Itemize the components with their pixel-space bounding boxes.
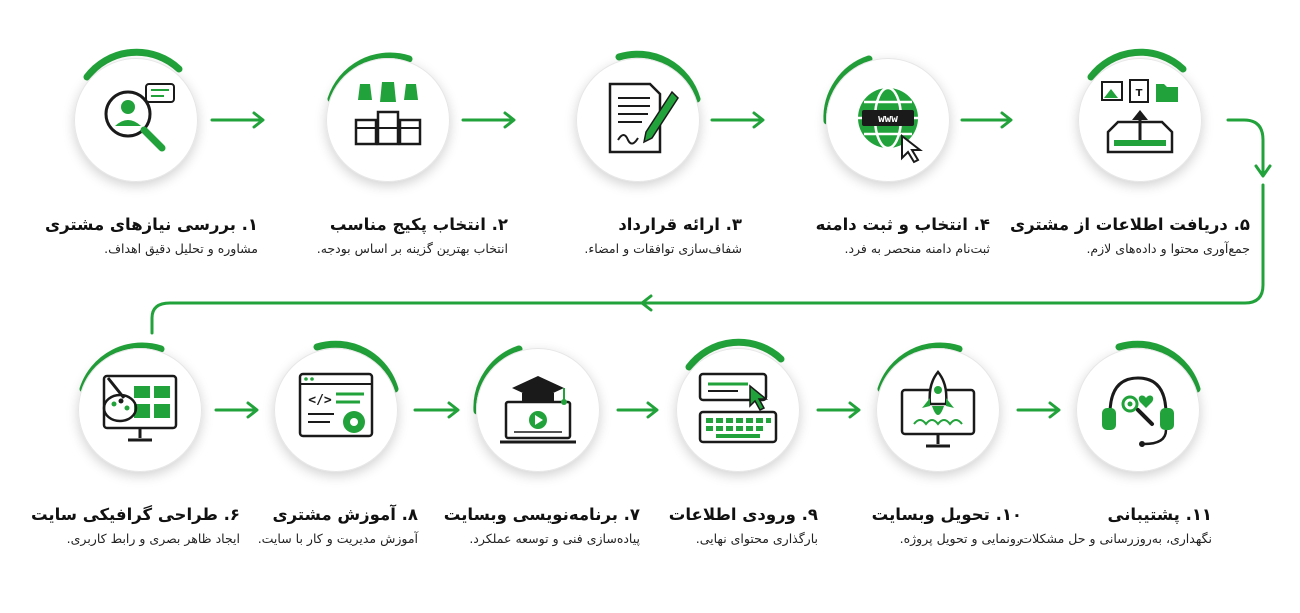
step-text-block: ۷. برنامه‌نویسی وبسایت پیاده‌سازی فنی و … xyxy=(430,505,640,549)
step-title: ۲. انتخاب پکیج مناسب xyxy=(329,215,508,234)
circle-accent-arc xyxy=(313,340,399,393)
circle-accent-arc xyxy=(615,50,701,103)
graduation-video-icon xyxy=(500,376,576,444)
step-text-block: ۹. ورودی اطلاعات بارگذاری محتوای نهایی. xyxy=(608,505,818,549)
step-icon-badge xyxy=(326,58,450,182)
step-icon-badge: </> xyxy=(274,348,398,472)
design-palette-icon xyxy=(102,374,178,442)
step-title: ۴. انتخاب و ثبت دامنه xyxy=(815,215,990,234)
step-circle: www xyxy=(809,41,967,199)
step-description: پیاده‌سازی فنی و توسعه عملکرد. xyxy=(469,531,640,546)
step-icon-badge xyxy=(74,58,198,182)
step-title: ۸. آموزش مشتری xyxy=(272,505,418,524)
step-icon-badge: T xyxy=(1078,58,1202,182)
step-text-block: ۱۰. تحویل وبسایت رونمایی و تحویل پروژه. xyxy=(812,505,1022,549)
svg-text:</>: </> xyxy=(308,393,332,408)
svg-text:www: www xyxy=(878,112,898,125)
magnifier-user-icon xyxy=(104,83,175,152)
step-icon-badge xyxy=(476,348,600,472)
step-description: نگهداری، به‌روزرسانی و حل مشکلات. xyxy=(1016,531,1212,546)
step-circle xyxy=(57,41,215,199)
step-description: آموزش مدیریت و کار با سایت. xyxy=(257,531,418,546)
step-icon-badge xyxy=(78,348,202,472)
circle-accent-arc xyxy=(1115,340,1201,393)
step-text-block: ۳. ارائه قرارداد شفاف‌سازی توافقات و امض… xyxy=(532,215,742,259)
step-description: مشاوره و تحلیل دقیق اهداف. xyxy=(104,241,258,256)
step-description: انتخاب بهترین گزینه بر اساس بودجه. xyxy=(316,241,508,256)
step-circle: T xyxy=(1061,41,1219,199)
package-tags-icon xyxy=(354,82,422,146)
step-title: ۱۱. پشتیبانی xyxy=(1107,505,1212,524)
step-icon-badge xyxy=(676,348,800,472)
step-circle xyxy=(309,41,467,199)
globe-www-icon: www xyxy=(858,86,923,164)
step-icon-badge xyxy=(876,348,1000,472)
step-title: ۷. برنامه‌نویسی وبسایت xyxy=(443,505,640,524)
step-text-block: ۵. دریافت اطلاعات از مشتری جمع‌آوری محتو… xyxy=(1009,215,1250,259)
step-icon-badge xyxy=(1076,348,1200,472)
step-description: شفاف‌سازی توافقات و امضاء. xyxy=(584,241,742,256)
step-text-block: ۶. طراحی گرافیکی سایت ایجاد ظاهر بصری و … xyxy=(30,505,240,549)
step-description: ثبت‌نام دامنه منحصر به فرد. xyxy=(844,241,990,256)
headset-support-icon xyxy=(1102,376,1174,447)
data-upload-icon: T xyxy=(1101,79,1178,154)
step-circle xyxy=(459,331,617,489)
step-circle xyxy=(559,41,717,199)
step-circle xyxy=(61,331,219,489)
step-circle: </> xyxy=(257,331,415,489)
step-text-block: ۸. آموزش مشتری آموزش مدیریت و کار با سای… xyxy=(208,505,418,549)
step-title: ۱۰. تحویل وبسایت xyxy=(871,505,1022,524)
svg-text:T: T xyxy=(1136,88,1143,99)
step-text-block: ۱. بررسی نیازهای مشتری مشاوره و تحلیل دق… xyxy=(45,215,258,259)
circle-accent-arc xyxy=(685,338,785,371)
step-title: ۵. دریافت اطلاعات از مشتری xyxy=(1009,215,1250,234)
step-text-block: ۱۱. پشتیبانی نگهداری، به‌روزرسانی و حل م… xyxy=(1002,505,1212,549)
step-title: ۳. ارائه قرارداد xyxy=(618,215,742,234)
step-text-block: ۴. انتخاب و ثبت دامنه ثبت‌نام دامنه منحص… xyxy=(780,215,990,259)
step-description: رونمایی و تحویل پروژه. xyxy=(899,531,1022,546)
rocket-monitor-icon xyxy=(900,370,976,448)
circle-accent-arc xyxy=(83,48,183,81)
step-text-block: ۲. انتخاب پکیج مناسب انتخاب بهترین گزینه… xyxy=(298,215,508,259)
step-description: ایجاد ظاهر بصری و رابط کاربری. xyxy=(66,531,240,546)
step-circle xyxy=(659,331,817,489)
step-title: ۱. بررسی نیازهای مشتری xyxy=(45,215,258,234)
keyboard-cursor-icon xyxy=(698,372,778,444)
circle-accent-arc xyxy=(1087,48,1187,81)
step-icon-badge xyxy=(576,58,700,182)
step-description: جمع‌آوری محتوا و داده‌های لازم. xyxy=(1086,241,1250,256)
step-circle xyxy=(1059,331,1217,489)
step-icon-badge: www xyxy=(826,58,950,182)
code-gear-icon: </> xyxy=(298,372,374,438)
step-title: ۹. ورودی اطلاعات xyxy=(668,505,818,524)
step-title: ۶. طراحی گرافیکی سایت xyxy=(30,505,240,524)
contract-pen-icon xyxy=(608,82,679,154)
step-circle xyxy=(859,331,1017,489)
step-description: بارگذاری محتوای نهایی. xyxy=(695,531,818,546)
